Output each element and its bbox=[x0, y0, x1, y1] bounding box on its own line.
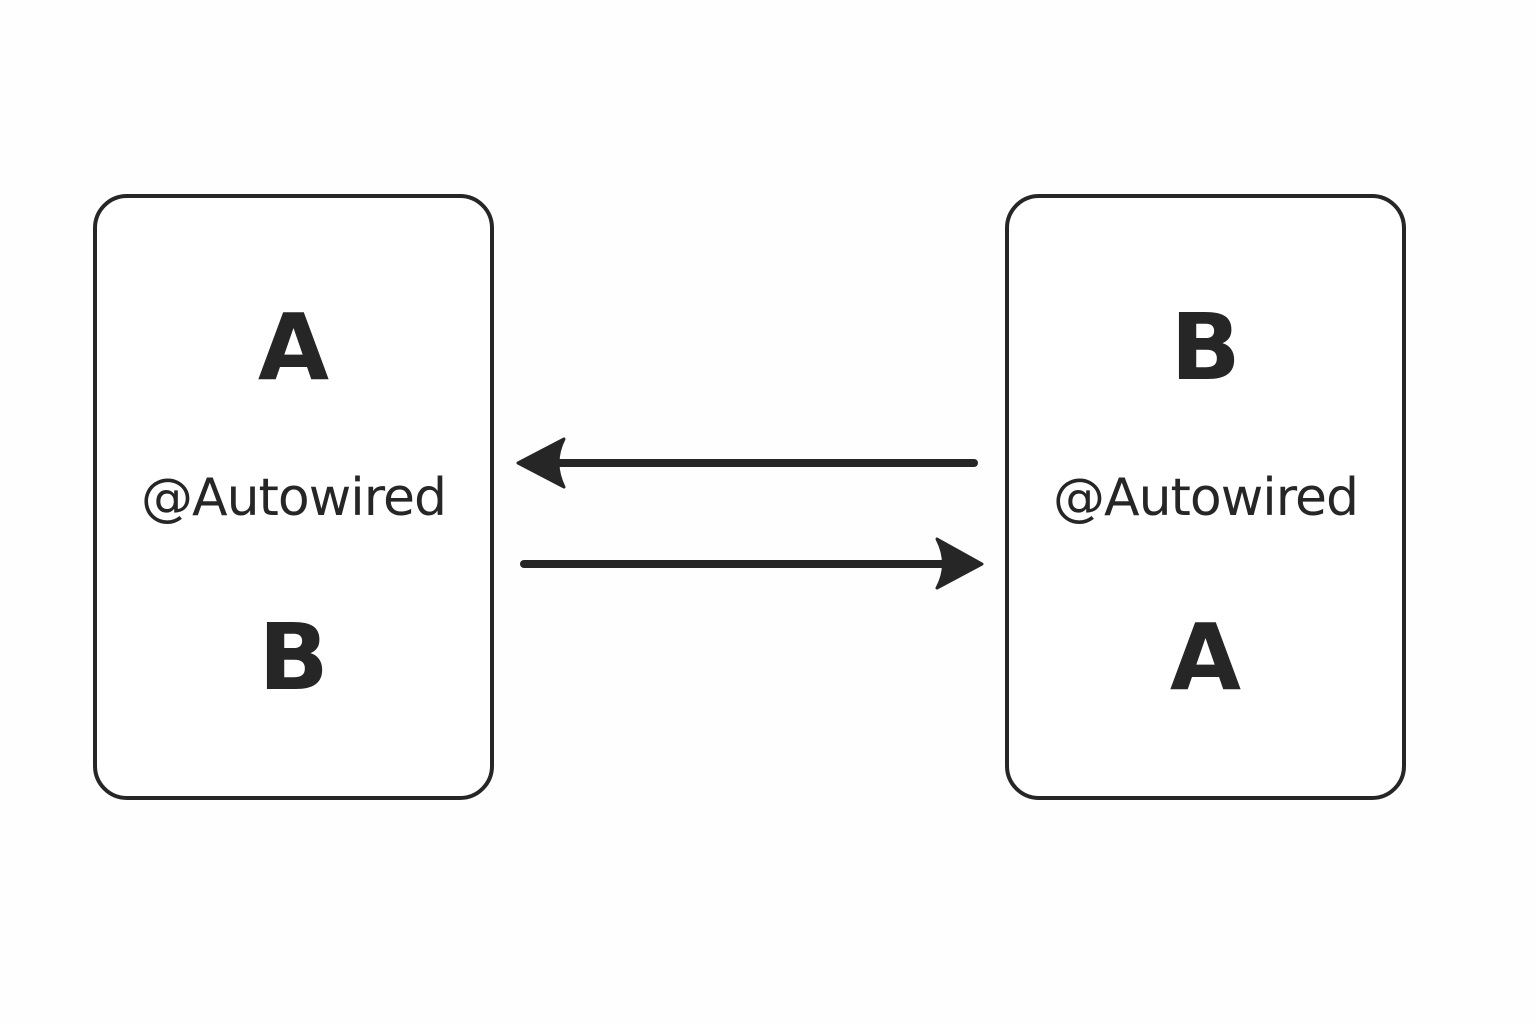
bean-box-left: A @Autowired B bbox=[93, 194, 494, 800]
injected-bean-a-label: A bbox=[1169, 604, 1242, 711]
arrow-right-to-left bbox=[516, 437, 978, 489]
autowired-annotation-left: @Autowired bbox=[141, 468, 447, 528]
bean-a-label: A bbox=[257, 294, 330, 401]
arrow-left-to-right bbox=[520, 537, 984, 590]
arrowhead-right-icon bbox=[935, 537, 984, 590]
bean-box-right: B @Autowired A bbox=[1005, 194, 1406, 800]
arrowhead-left-icon bbox=[516, 437, 566, 489]
autowired-annotation-right: @Autowired bbox=[1053, 468, 1359, 528]
injected-bean-b-label: B bbox=[258, 604, 329, 711]
bean-b-label: B bbox=[1170, 294, 1241, 401]
